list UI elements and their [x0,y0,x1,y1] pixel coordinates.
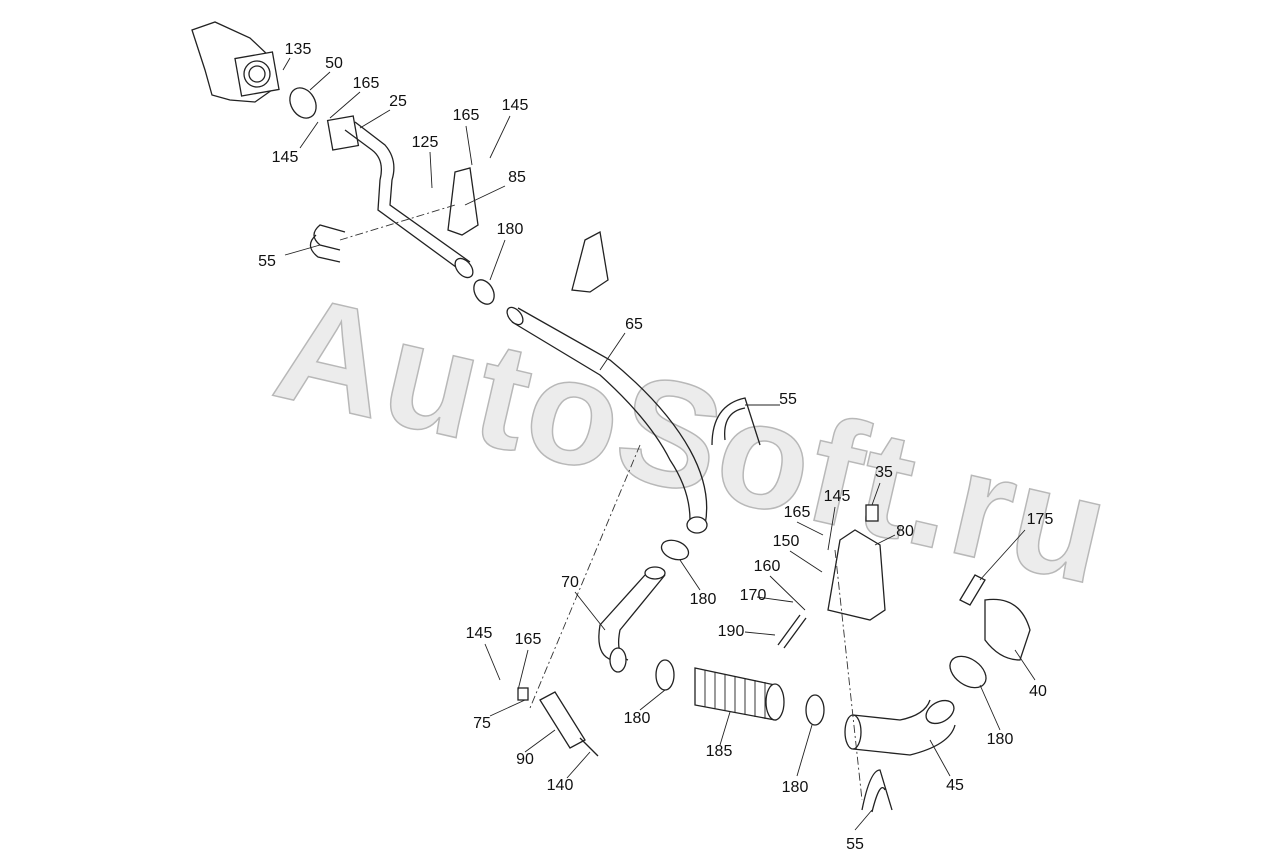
bracket [571,231,609,293]
gasket-50 [289,87,317,119]
callout-55: 55 [258,253,276,270]
callout-65: 65 [625,316,643,333]
u-bolt-55 [861,769,893,813]
callout-55: 55 [779,391,797,408]
callout-165: 165 [452,107,480,124]
callout-180: 180 [781,779,809,796]
callout-175: 175 [1026,511,1054,528]
callout-160: 160 [753,558,781,575]
callout-165: 165 [514,631,542,648]
callout-85: 85 [508,169,526,186]
callout-145: 145 [271,149,299,166]
clamp-180 [655,659,675,691]
callout-190: 190 [717,623,745,640]
spacer-75 [517,687,529,701]
clamp-180 [473,279,495,305]
callout-180: 180 [986,731,1014,748]
callout-140: 140 [546,777,574,794]
callout-185: 185 [705,743,733,760]
pipe-45 [844,699,956,756]
callout-80: 80 [896,523,914,540]
bracket-85 [447,167,479,236]
bracket-80 [827,529,886,621]
bracket-90 [539,691,586,749]
callout-170: 170 [739,587,767,604]
u-bolt-55 [711,397,761,446]
callout-180: 180 [623,710,651,727]
pipe-70 [598,566,666,673]
elbow-40 [984,598,1031,661]
callout-25: 25 [389,93,407,110]
callout-35: 35 [875,464,893,481]
callout-145: 145 [465,625,493,642]
center-line [339,204,863,801]
leader-lines [282,57,1036,831]
callout-50: 50 [325,55,343,72]
callout-135: 135 [284,41,312,58]
pipe-25 [326,115,474,279]
callout-145: 145 [501,97,529,114]
u-bolt-55 [309,224,346,263]
callout-180: 180 [689,591,717,608]
callout-180: 180 [496,221,524,238]
callout-165: 165 [352,75,380,92]
clamp-180 [660,539,690,561]
flex-pipe-185 [694,667,785,721]
clamp-180 [805,694,825,726]
clamp-180 [949,655,987,689]
callout-90: 90 [516,751,534,768]
callout-145: 145 [823,488,851,505]
sensor-175 [959,574,986,606]
callout-165: 165 [783,504,811,521]
pipe-65 [506,306,708,534]
callout-55: 55 [846,836,864,853]
turbocharger [191,21,280,103]
callout-75: 75 [473,715,491,732]
callout-45: 45 [946,777,964,794]
callout-70: 70 [561,574,579,591]
callout-150: 150 [772,533,800,550]
callout-125: 125 [411,134,439,151]
bolt-140 [579,737,599,757]
bolt-190 [777,614,807,649]
spacer-35 [865,504,879,522]
callout-40: 40 [1029,683,1047,700]
